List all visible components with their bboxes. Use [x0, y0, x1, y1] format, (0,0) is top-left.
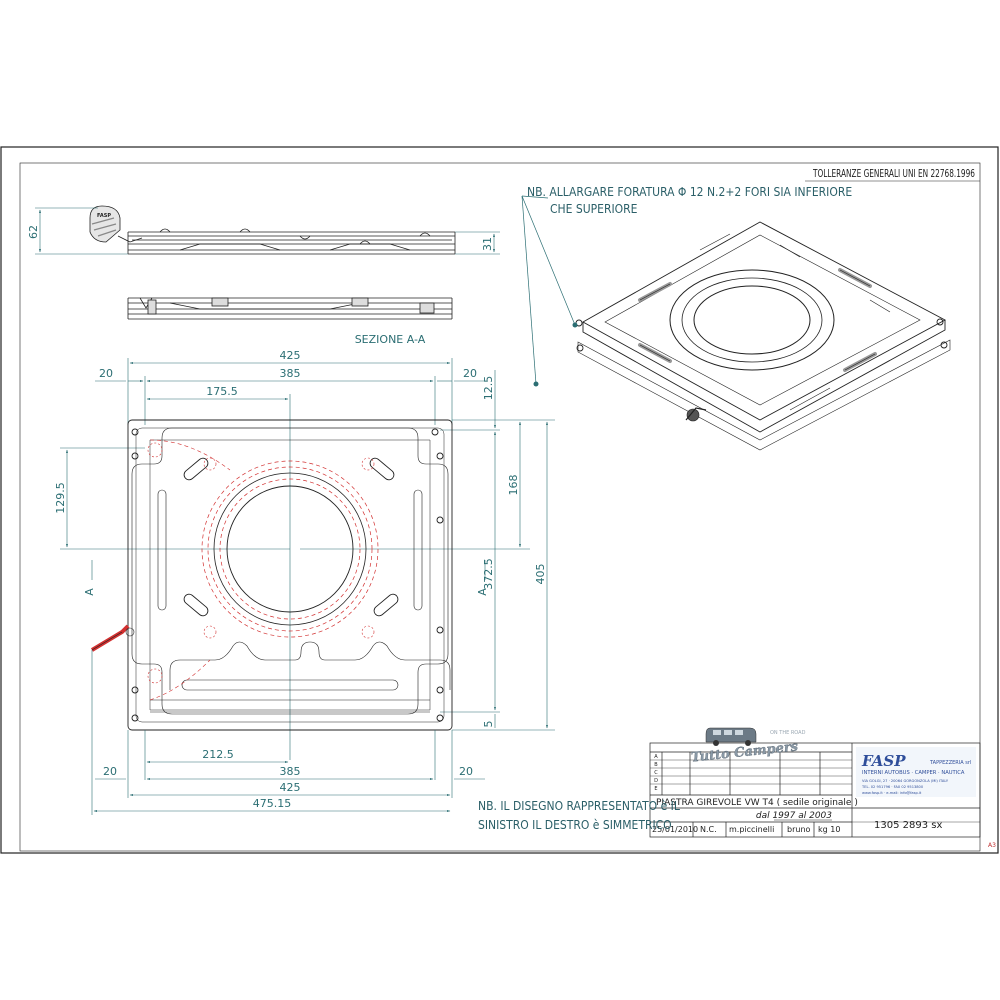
section-mark-left: A	[83, 588, 96, 596]
leader-dot-1	[572, 322, 578, 328]
company-sub: TAPPEZZERIA srl	[929, 760, 971, 766]
designer-code: N.C.	[700, 825, 717, 834]
section-a-a-view	[127, 297, 453, 320]
side-view	[127, 228, 456, 255]
dim-bottom-475-15: 475.15	[253, 797, 292, 810]
title-block	[649, 742, 981, 838]
dim-62: 62	[27, 225, 40, 239]
sheet-outer-border	[0, 146, 999, 854]
dim-right-12-5: 12.5	[482, 376, 495, 401]
dim-bottom-20-right: 20	[459, 765, 473, 778]
company-tagline: INTERNI AUTOBUS · CAMPER · NAUTICA	[862, 770, 965, 776]
dim-top-20-left: 20	[99, 367, 113, 380]
release-lever	[90, 624, 135, 652]
section-label: SEZIONE A-A	[355, 333, 426, 346]
svg-text:ON THE ROAD: ON THE ROAD	[770, 730, 806, 736]
dim-right-405: 405	[534, 564, 547, 585]
sheet-format: A3	[988, 842, 996, 849]
drill-note-leaders	[521, 195, 576, 385]
drill-note-line-2: CHE SUPERIORE	[550, 202, 638, 216]
color: bruno	[787, 825, 811, 834]
left-dimensions	[60, 447, 486, 580]
company-logo-box	[856, 747, 976, 797]
rev-a: A	[654, 754, 658, 760]
plan-view-plate	[127, 419, 453, 731]
rev-e: E	[654, 786, 657, 792]
dim-bottom-20-left: 20	[103, 765, 117, 778]
dim-top-20-right: 20	[463, 367, 477, 380]
part-code: 1305 2893 sx	[874, 820, 942, 831]
dim-right-5: 5	[482, 721, 495, 728]
top-dimensions	[95, 358, 485, 760]
side-dimension-31	[455, 231, 500, 255]
company-address-2: TEL. 02 951796 · FAX 02 9513800	[861, 785, 924, 789]
iso-handle	[685, 407, 707, 422]
symmetry-note-line-1: NB. IL DISEGNO RAPPRESENTATO è IL	[478, 799, 680, 813]
company-name: FASP	[861, 752, 906, 770]
sheet-inner-border	[19, 162, 981, 852]
drill-note-line-1: NB. ALLARGARE FORATURA Φ 12 N.2+2 FORI S…	[527, 185, 853, 199]
dim-top-385: 385	[280, 367, 301, 380]
rev-b: B	[654, 762, 658, 768]
dim-top-175-5: 175.5	[206, 385, 238, 398]
dim-right-168: 168	[507, 475, 520, 496]
company-address-3: www.fasp.it · e-mail: info@fasp.it	[862, 791, 922, 795]
bottom-dimensions	[91, 650, 485, 815]
plate-outline	[127, 419, 453, 731]
right-dimensions	[300, 370, 555, 731]
fasp-handle: FASP	[89, 205, 143, 243]
tolerance-note: TOLLERANZE GENERALI UNI EN 22768.1996	[812, 168, 975, 180]
part-description: PIASTRA GIREVOLE VW T4 ( sedile original…	[656, 798, 858, 808]
dim-bottom-385: 385	[280, 765, 301, 778]
rev-c: C	[654, 770, 658, 776]
dim-right-372-5: 372.5	[482, 558, 495, 590]
dim-top-425: 425	[280, 349, 301, 362]
isometric-view	[575, 221, 951, 451]
dim-bottom-425: 425	[280, 781, 301, 794]
date: 25/01/2010	[652, 825, 698, 834]
section-mark-right: A	[476, 588, 489, 596]
designer: m.piccinelli	[729, 825, 774, 834]
leader-dot-2	[533, 381, 539, 387]
validity-range: dal 1997 al 2003	[756, 811, 832, 821]
weight: kg 10	[818, 825, 840, 834]
dim-left-129-5: 129.5	[54, 482, 67, 514]
side-dimension-62	[35, 207, 128, 255]
rotating-ring	[147, 439, 379, 701]
company-address-1: VIA GOLGI, 27 · 20064 GORGONZOLA (MI) IT…	[862, 779, 949, 783]
dim-bottom-212-5: 212.5	[202, 748, 234, 761]
rev-d: D	[654, 778, 658, 784]
symmetry-note-line-2: SINISTRO IL DESTRO è SIMMETRICO	[478, 818, 672, 832]
svg-text:FASP: FASP	[97, 213, 111, 219]
dim-31: 31	[481, 237, 494, 251]
